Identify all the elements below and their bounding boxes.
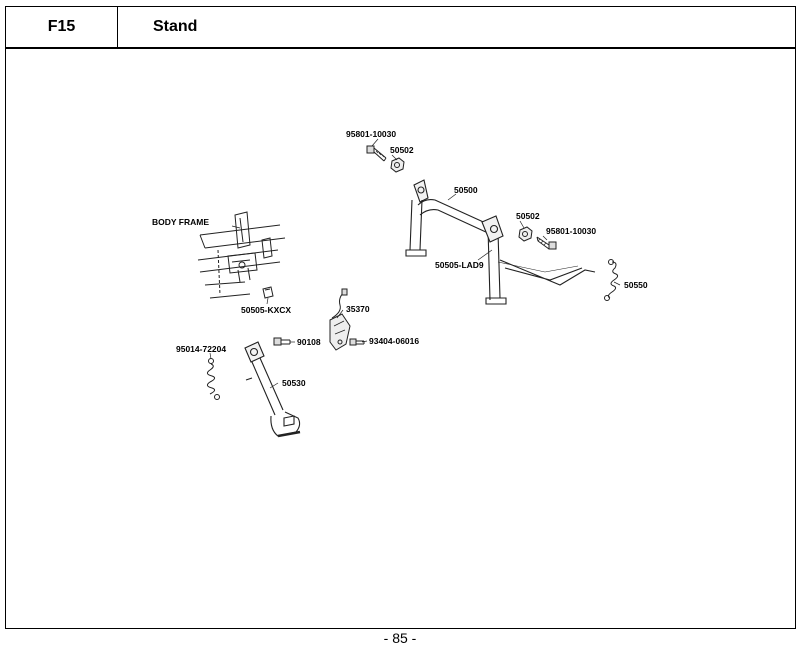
body-frame-drawing (197, 211, 286, 299)
label-50505-lad9: 50505-LAD9 (435, 260, 484, 270)
label-50550: 50550 (624, 280, 648, 290)
part-50505-kxcx-drawing (262, 286, 274, 299)
section-code: F15 (5, 6, 118, 48)
part-50502-top-drawing (390, 157, 405, 173)
label-35370: 35370 (346, 304, 370, 314)
label-95801-10030-right: 95801-10030 (546, 226, 596, 236)
label-50502-top: 50502 (390, 145, 414, 155)
label-50530: 50530 (282, 378, 306, 388)
label-50502-right: 50502 (516, 211, 540, 221)
leader-lines (209, 138, 621, 389)
part-90108-drawing (273, 337, 291, 346)
label-50500: 50500 (454, 185, 478, 195)
part-95801-10030-right-drawing (536, 236, 557, 250)
section-title: Stand (118, 6, 796, 48)
label-90108: 90108 (297, 337, 321, 347)
diagram-frame (5, 48, 796, 629)
label-93404-06016: 93404-06016 (369, 336, 419, 346)
part-35370-switch-drawing (329, 288, 351, 351)
page-number: - 85 - (383, 630, 417, 646)
label-50505-kxcx: 50505-KXCX (241, 305, 291, 315)
part-93404-06016-drawing (349, 338, 365, 346)
part-95801-10030-top-drawing (366, 145, 387, 162)
label-95801-10030-top: 95801-10030 (346, 129, 396, 139)
part-50550-spring-drawing (604, 259, 619, 301)
part-95014-72204-drawing (206, 358, 220, 400)
label-95014-72204: 95014-72204 (176, 344, 226, 354)
label-body-frame: BODY FRAME (152, 217, 209, 227)
part-50502-right-drawing (518, 226, 533, 242)
part-50530-side-stand-drawing (244, 341, 301, 438)
part-50500-main-stand-drawing (405, 179, 596, 305)
